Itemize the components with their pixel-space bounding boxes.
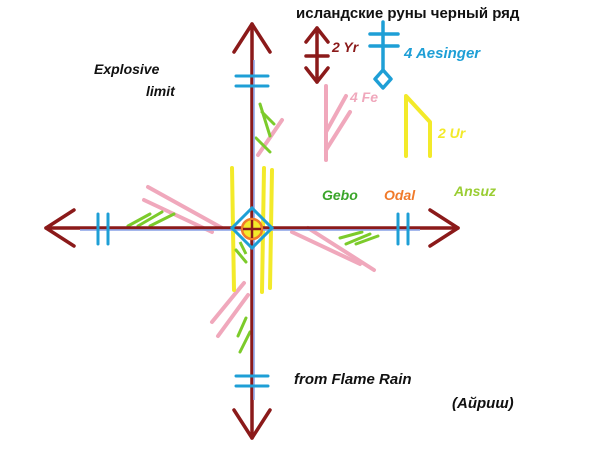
author-label: (Айриш): [452, 395, 514, 412]
explosive-label: Explosive: [94, 61, 160, 77]
ur-label: 2 Ur: [438, 125, 466, 141]
fe-rune-icon: [324, 84, 352, 162]
yr-rune-icon: [304, 26, 330, 84]
aesinger-label: 4 Aesinger: [404, 45, 481, 62]
yr-label: 2 Yr: [332, 39, 359, 55]
ur-rune-icon: [404, 94, 432, 158]
aesinger-rune-icon: [368, 20, 400, 90]
page-title: исландские руны черный ряд: [296, 5, 520, 22]
pink-strokes: [142, 118, 376, 338]
source-label: from Flame Rain: [294, 371, 412, 388]
blue-ticks: [96, 74, 410, 388]
ansuz-label: Ansuz: [454, 183, 496, 199]
center-emblem: [229, 205, 275, 255]
gebo-label: Gebo: [322, 187, 358, 203]
fe-label: 4 Fe: [350, 89, 379, 105]
limit-label: limit: [146, 83, 175, 99]
green-strokes: [126, 102, 380, 354]
odal-label: Odal: [384, 187, 416, 203]
